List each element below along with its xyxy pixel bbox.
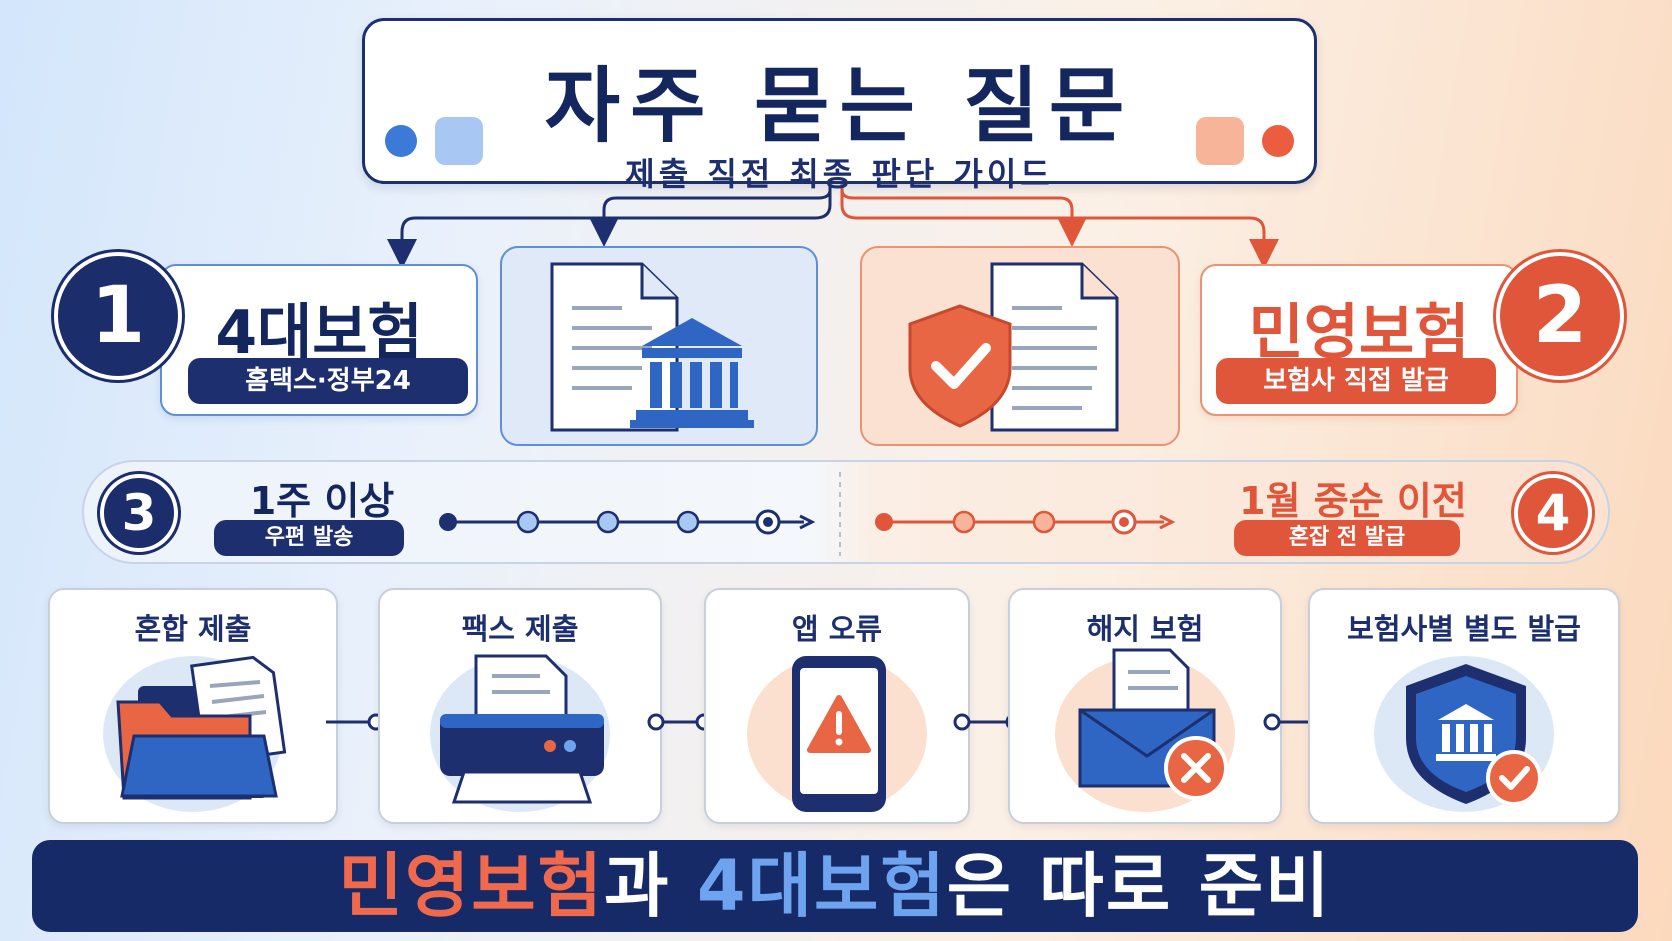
case-card-cancelled: 해지 보험 bbox=[1008, 588, 1282, 824]
case-label: 혼합 제출 bbox=[134, 612, 252, 646]
orange-square-icon bbox=[1196, 117, 1244, 165]
page-subtitle: 제출 직전 최종 판단 가이드 bbox=[625, 155, 1054, 193]
blue-square-icon bbox=[435, 117, 483, 165]
private-insurance-title: 민영보험 bbox=[1248, 298, 1470, 368]
private-doc-illustration bbox=[860, 246, 1180, 446]
shield-bank-icon bbox=[1406, 664, 1542, 806]
orange-dot-icon bbox=[1262, 125, 1294, 157]
timeline-band: 3 1주 이상 우편 발송 1월 중순 이전 혼잡 전 발급 4 bbox=[82, 460, 1610, 564]
banner-private-insurance: 민영보험 bbox=[338, 845, 605, 927]
page-title: 자주 묻는 질문 bbox=[544, 59, 1135, 154]
blue-dot-icon bbox=[385, 125, 417, 157]
timeline-right-title: 1월 중순 이전 bbox=[1239, 479, 1467, 523]
timeline-left-title: 1주 이상 bbox=[249, 479, 395, 523]
phone-warning-icon bbox=[792, 656, 886, 812]
public-doc-illustration bbox=[500, 246, 818, 446]
folder-icon bbox=[116, 655, 287, 800]
case-card-mixed: 혼합 제출 bbox=[48, 588, 338, 824]
public-insurance-title: 4대보험 bbox=[215, 298, 423, 368]
private-insurance-source: 보험사 직접 발급 bbox=[1216, 358, 1496, 404]
fax-printer-icon bbox=[440, 654, 604, 804]
summary-banner: 민영보험과 4대보험은 따로 준비 bbox=[32, 840, 1638, 932]
step-number-2: 2 bbox=[1496, 252, 1624, 380]
envelope-cancel-icon bbox=[1078, 648, 1228, 800]
timeline-left-subtitle: 우편 발송 bbox=[214, 520, 404, 556]
banner-conclusion-text: 은 따로 준비 bbox=[946, 845, 1332, 927]
timeline-right-subtitle: 혼잡 전 발급 bbox=[1234, 520, 1460, 556]
step-number-4: 4 bbox=[1514, 474, 1592, 552]
case-card-app-error: 앱 오류 bbox=[704, 588, 970, 824]
case-card-fax: 팩스 제출 bbox=[378, 588, 662, 824]
case-label: 팩스 제출 bbox=[461, 612, 579, 646]
document-bank-icon bbox=[550, 262, 754, 432]
title-card: 자주 묻는 질문 제출 직전 최종 판단 가이드 bbox=[362, 18, 1317, 193]
banner-public-insurance: 4대보험 bbox=[696, 845, 947, 927]
case-label: 해지 보험 bbox=[1086, 612, 1204, 646]
banner-connector-text: 과 bbox=[604, 845, 697, 927]
case-card-per-insurer: 보험사별 별도 발급 bbox=[1308, 588, 1620, 824]
step-number-3: 3 bbox=[100, 474, 178, 552]
case-label: 보험사별 별도 발급 bbox=[1347, 612, 1581, 646]
step-number-1: 1 bbox=[54, 252, 182, 380]
shield-document-icon bbox=[908, 262, 1119, 432]
case-label: 앱 오류 bbox=[791, 612, 883, 646]
timeline-tracks bbox=[439, 472, 1176, 556]
public-insurance-source: 홈택스·정부24 bbox=[188, 358, 468, 404]
public-insurance-card: 4대보험 홈택스·정부24 bbox=[160, 264, 478, 416]
private-insurance-card: 민영보험 보험사 직접 발급 bbox=[1200, 264, 1518, 416]
